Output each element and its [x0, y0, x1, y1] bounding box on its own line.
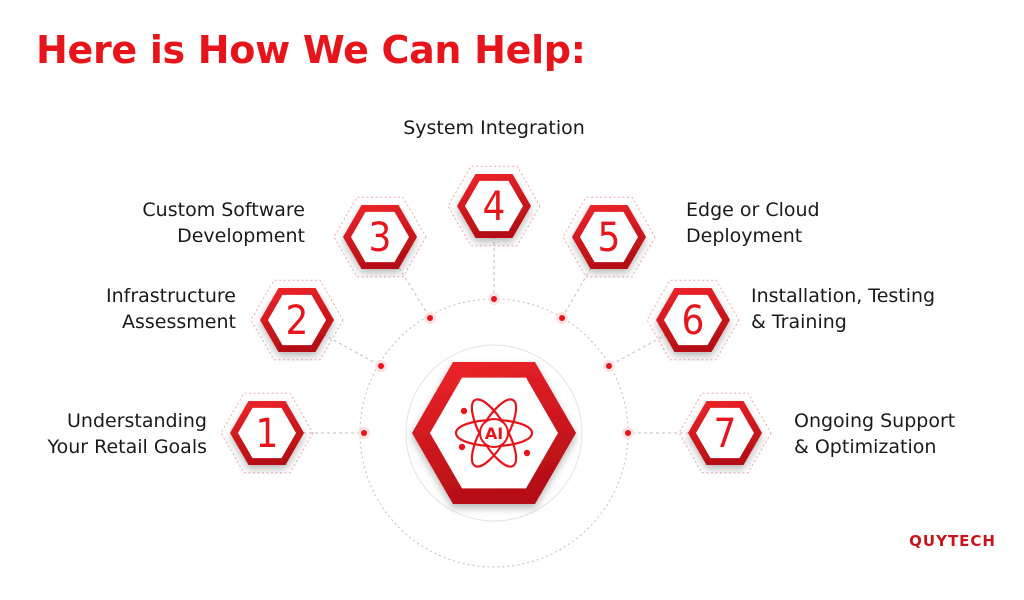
- connector-line-2: [296, 319, 382, 367]
- step-hexagon-3: 3: [333, 196, 427, 278]
- step-hexagon-2: 2: [250, 279, 344, 361]
- hex-white-face: [696, 407, 754, 459]
- step-label-6: Installation, Testing & Training: [751, 283, 991, 335]
- step-hexagon-7: 7: [678, 392, 772, 474]
- step-label-line: Custom Software: [142, 199, 305, 221]
- page-title: Here is How We Can Help:: [36, 28, 586, 72]
- center-ai-label: AI: [485, 424, 503, 443]
- connector-dot-6: [606, 363, 612, 369]
- step-label-line: System Integration: [403, 117, 585, 139]
- step-label-7: Ongoing Support & Optimization: [794, 408, 1014, 460]
- connector-lines: [267, 206, 725, 439]
- connector-dot-1: [361, 430, 367, 436]
- brand-logo: QUYTECH: [909, 532, 996, 550]
- atom-ai-icon: [454, 398, 534, 468]
- step-number-6: 6: [682, 298, 705, 344]
- hex-white-face: [268, 294, 326, 346]
- step-label-line: Ongoing Support: [794, 410, 956, 432]
- hex-dashed-ring: [447, 165, 541, 247]
- step-hexagons: 1 2 3 4 5 6 7: [220, 165, 772, 474]
- connector-dot-2: [378, 363, 384, 369]
- step-label-line: Deployment: [686, 225, 803, 247]
- hex-dashed-ring: [220, 392, 314, 474]
- connector-line-5: [561, 236, 610, 319]
- hex-dashed-ring: [646, 279, 740, 361]
- step-label-line: Infrastructure: [105, 285, 236, 307]
- step-label-line: Understanding: [67, 410, 207, 432]
- connector-dot-5: [559, 315, 565, 321]
- connector-line-3: [379, 236, 431, 319]
- step-number-7: 7: [714, 411, 737, 457]
- step-number-1: 1: [256, 411, 279, 457]
- inner-orbit: [405, 344, 583, 522]
- step-hexagon-6: 6: [646, 279, 740, 361]
- step-label-line: Your Retail Goals: [47, 436, 208, 458]
- connector-dot-4: [491, 296, 497, 302]
- step-label-4: System Integration: [394, 115, 594, 141]
- step-label-line: Installation, Testing: [751, 285, 936, 307]
- step-number-4: 4: [483, 184, 506, 230]
- step-number-5: 5: [598, 215, 621, 261]
- connector-line-6: [608, 319, 694, 367]
- hex-dashed-ring: [678, 392, 772, 474]
- step-label-line: Development: [177, 225, 305, 247]
- hex-dashed-ring: [562, 196, 656, 278]
- connector-dot-7: [625, 430, 631, 436]
- step-hexagon-1: 1: [220, 392, 314, 474]
- hex-white-face: [664, 294, 722, 346]
- step-hexagon-4: 4: [447, 165, 541, 247]
- connector-dot-3: [427, 315, 433, 321]
- step-label-line: & Optimization: [794, 436, 937, 458]
- hex-dashed-ring: [250, 279, 344, 361]
- step-number-2: 2: [286, 298, 309, 344]
- step-number-3: 3: [369, 215, 392, 261]
- step-label-line: Assessment: [122, 311, 236, 333]
- hex-white-face: [238, 407, 296, 459]
- hex-white-face: [351, 211, 409, 263]
- center-hexagon: AI: [412, 362, 576, 504]
- hex-white-face: [580, 211, 638, 263]
- step-hexagon-5: 5: [562, 196, 656, 278]
- hex-white-face: [465, 180, 523, 232]
- hex-dashed-ring: [333, 196, 427, 278]
- step-label-line: Edge or Cloud: [686, 199, 820, 221]
- step-label-line: & Training: [751, 311, 847, 333]
